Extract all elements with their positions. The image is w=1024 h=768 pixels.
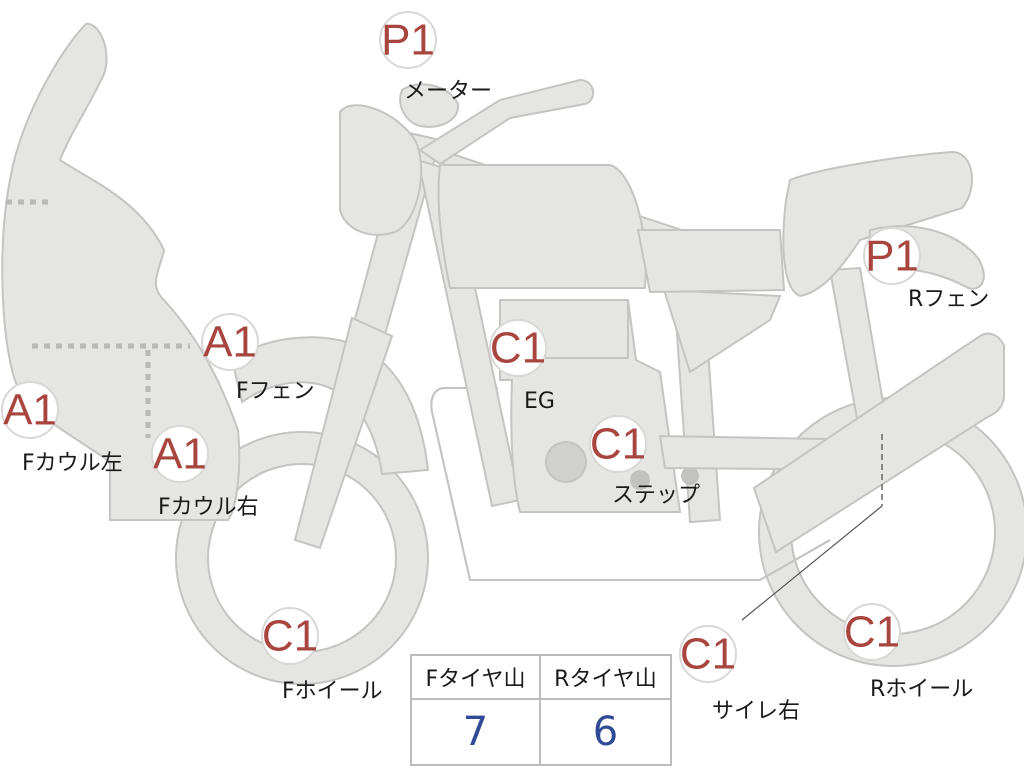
part-label: Rフェン — [908, 287, 989, 312]
rear-shock — [828, 266, 888, 426]
inspection-point-meter: P1 メーター — [379, 11, 492, 104]
part-label: Rホイール — [870, 677, 973, 702]
grade-badge — [201, 313, 259, 371]
part-label: EG — [524, 389, 555, 414]
part-label: サイレ右 — [712, 699, 800, 724]
grade-text: C1 — [262, 612, 318, 661]
fuel-tank — [437, 164, 647, 289]
part-label: ステップ — [612, 483, 700, 508]
inspection-point-cowl-right: A1 Fカウル右 — [151, 425, 259, 520]
front-tire-header: Fタイヤ山 — [412, 656, 541, 700]
step-peg-rear — [681, 467, 699, 485]
inspection-point-front-fender: A1 Fフェン — [201, 313, 315, 404]
inspection-point-front-wheel: C1 Fホイール — [261, 607, 383, 704]
inspection-point-rear-fender: P1 Rフェン — [863, 227, 989, 312]
front-tire-value: 7 — [412, 700, 541, 764]
grade-badge — [1, 381, 59, 439]
grade-text: C1 — [590, 420, 646, 469]
grade-badge — [679, 625, 737, 683]
muffler-leader — [741, 505, 883, 621]
grade-text: A1 — [3, 386, 57, 435]
fork-lower — [293, 316, 394, 550]
grade-text: P1 — [865, 232, 919, 281]
rear-frame — [662, 288, 782, 374]
handlebar — [418, 78, 595, 166]
side-cover — [636, 229, 786, 294]
part-label: Fホイール — [282, 679, 383, 704]
inspection-point-cowl-left: A1 Fカウル左 — [1, 381, 123, 476]
part-label: Fカウル左 — [22, 451, 123, 476]
grade-badge — [589, 415, 647, 473]
part-label: Fカウル右 — [158, 495, 259, 520]
grade-text: A1 — [203, 318, 257, 367]
inspection-point-rear-wheel: C1 Rホイール — [843, 603, 973, 702]
grade-text: P1 — [381, 16, 435, 65]
grade-badge — [151, 425, 209, 483]
engine-cover — [545, 441, 587, 483]
tire-tread-table: Fタイヤ山 Rタイヤ山 7 6 — [410, 654, 672, 766]
inspection-point-muffler-right: C1 サイレ右 — [679, 625, 800, 724]
grade-badge — [843, 603, 901, 661]
part-label: メーター — [404, 79, 492, 104]
rear-tire-header: Rタイヤ山 — [541, 656, 670, 700]
grade-text: C1 — [844, 608, 900, 657]
grade-text: A1 — [153, 430, 207, 479]
grade-text: C1 — [490, 324, 546, 373]
seat — [782, 150, 974, 298]
grade-badge — [863, 227, 921, 285]
grade-text: C1 — [680, 630, 736, 679]
grade-badge — [379, 11, 437, 69]
part-label: Fフェン — [236, 379, 315, 404]
grade-badge — [261, 607, 319, 665]
front-wheel — [175, 431, 429, 685]
exhaust-pipe-inner — [430, 387, 831, 581]
headlight — [339, 104, 423, 236]
front-cowl — [1, 22, 241, 521]
meter — [399, 83, 460, 128]
rear-tire-value: 6 — [592, 709, 619, 755]
inspection-point-engine: C1 EG — [489, 319, 555, 414]
step-peg — [630, 470, 650, 490]
grade-badge — [489, 319, 547, 377]
inspection-point-step: C1 ステップ — [589, 415, 700, 508]
muffler — [752, 332, 1005, 554]
